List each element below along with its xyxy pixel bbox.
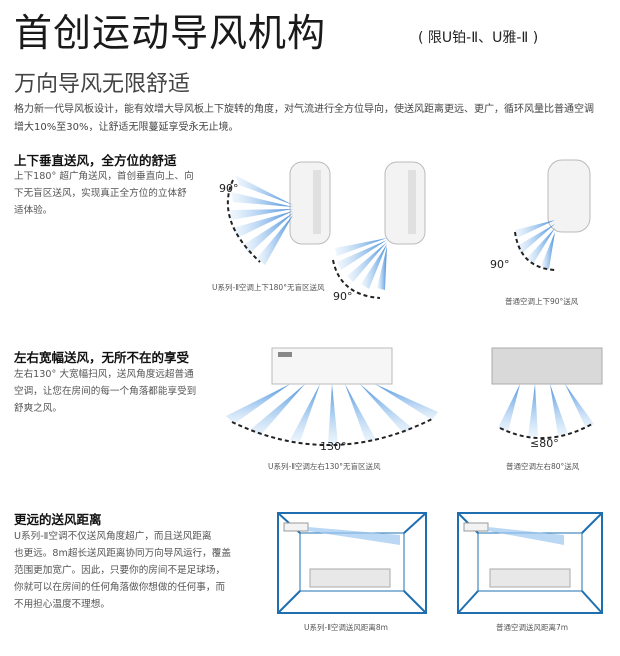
- angle-arc-ordinary: [514, 231, 556, 271]
- vertical-airflow-illustration: 90° 90° 90°: [219, 159, 591, 303]
- room-unit-ordinary: [463, 522, 489, 532]
- page-subtitle: 万向导风无限舒适: [14, 72, 191, 97]
- section-horizontal-text: 左右130° 大宽幅扫风，送风角度远超普通 空调，让您在房间的每一个角落都能享受…: [14, 369, 197, 414]
- angle-label-lower: 90°: [333, 290, 353, 303]
- angle-label-upper: 90°: [219, 182, 239, 195]
- room-furniture-u-series: [309, 568, 391, 588]
- distance-room-illustration: [277, 512, 603, 614]
- caption-ordinary-vertical: 普通空调上下90°送风: [505, 297, 579, 306]
- ordinary-unit-vertical: [547, 159, 591, 233]
- angle-arc-narrow: [499, 423, 593, 439]
- page-title: 首创运动导风机构: [14, 11, 327, 55]
- ordinary-airflow-fan: [515, 220, 555, 269]
- airflow-short: [488, 527, 564, 545]
- caption-u-series-horizontal: U系列-Ⅱ空调左右130°无盲区送风: [268, 462, 381, 471]
- caption-u-series-distance: U系列-Ⅱ空调送风距离8m: [304, 623, 388, 632]
- caption-ordinary-distance: 普通空调送风距离7m: [496, 623, 569, 632]
- caption-ordinary-horizontal: 普通空调左右80°送风: [506, 462, 580, 471]
- airflow-fan-wide: [226, 384, 438, 444]
- room-unit-u-series: [283, 522, 309, 532]
- caption-u-series-vertical: U系列-Ⅱ空调上下180°无盲区送风: [212, 283, 325, 292]
- model-note: ( 限U铂-Ⅱ、U雅-Ⅱ ): [418, 30, 539, 46]
- angle-arc-lower: [332, 259, 381, 299]
- u-series-unit-lower: [384, 161, 426, 245]
- horizontal-airflow-illustration: 130° ≤80°: [226, 347, 603, 453]
- angle-arc-wide: [231, 417, 435, 447]
- airflow-fan-lower: [335, 238, 387, 290]
- u-series-unit-upper: [289, 161, 331, 245]
- airflow-long: [308, 527, 400, 545]
- intro-line-2: 增大10%至30%，让舒适无限蔓延享受永无止境。: [14, 122, 239, 133]
- section-distance-text: U系列-Ⅱ空调不仅送风角度超广，而且送风距离 也更远。8m超长送风距离协同万向导…: [14, 531, 231, 610]
- section-distance-heading: 更远的送风距离: [14, 512, 102, 527]
- room-furniture-ordinary: [489, 568, 571, 588]
- ordinary-airflow-narrow: [498, 384, 594, 436]
- ordinary-unit-wide: [491, 347, 603, 385]
- section-vertical-text: 上下180° 超广角送风，首创垂直向上、向 下无盲区送风，实现真正全方位的立体舒…: [14, 171, 194, 216]
- section-horizontal-heading: 左右宽幅送风，无所不在的享受: [14, 350, 190, 365]
- angle-label-narrow: ≤80°: [530, 437, 559, 450]
- angle-arc-upper: [226, 179, 261, 263]
- section-vertical-heading: 上下垂直送风，全方位的舒适: [14, 153, 177, 168]
- airflow-fan-upper: [230, 175, 293, 265]
- angle-label-ordinary: 90°: [490, 258, 510, 271]
- angle-label-wide: 130°: [320, 440, 347, 453]
- u-series-unit-wide: [271, 347, 393, 385]
- intro-line-1: 格力新一代导风板设计，能有效增大导风板上下旋转的角度，对气流进行全方位导向，使送…: [14, 104, 594, 115]
